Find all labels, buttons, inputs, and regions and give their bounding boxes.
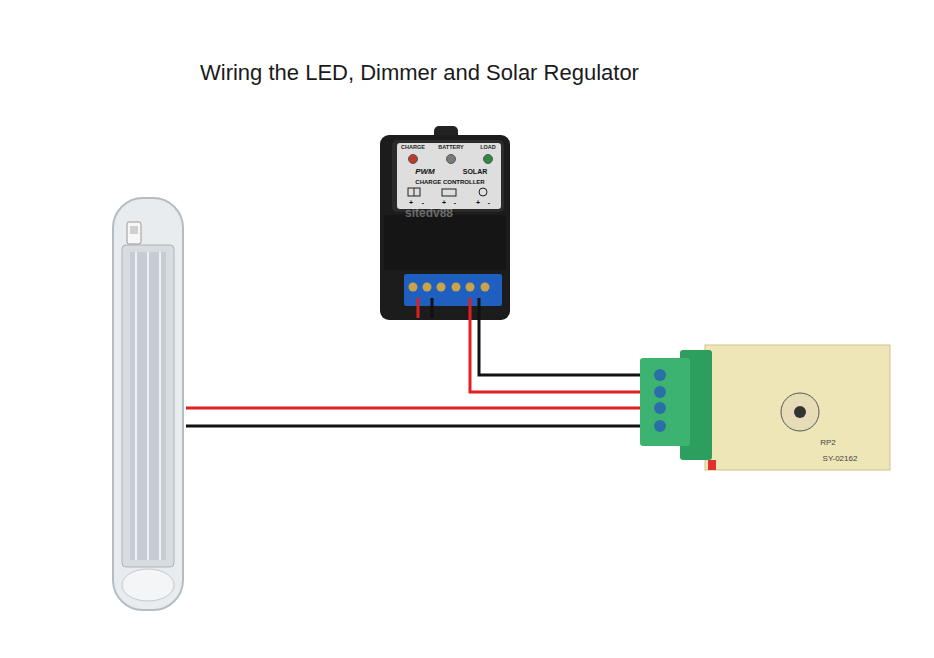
device-label: + — [476, 199, 480, 206]
device-label: + — [409, 199, 413, 206]
device-label: - — [422, 199, 424, 206]
wire — [186, 407, 640, 410]
watermark: sitedv88 — [405, 207, 453, 219]
device-label: PWM — [415, 168, 435, 176]
wire — [479, 320, 640, 375]
device-label: CHARGE CONTROLLER — [415, 179, 484, 185]
charge-controller: CHARGE BATTERY LOAD PWM SOLAR CHARGE CONTROLL… — [380, 130, 510, 320]
device-label: CHARGE — [401, 145, 425, 151]
dimmer-board — [640, 345, 890, 470]
device-label: - — [488, 199, 490, 206]
dimmer: RP2SY-02162 — [640, 345, 890, 470]
device-label: SOLAR — [463, 168, 488, 175]
wire — [186, 425, 640, 428]
device-label: SY-02162 — [823, 455, 858, 463]
led-light — [113, 198, 183, 610]
charge-controller — [380, 126, 510, 320]
device-label: RP2 — [820, 439, 836, 447]
device-label: BATTERY — [438, 145, 463, 151]
device-label: + — [442, 199, 446, 206]
device-label: LOAD — [480, 145, 496, 151]
device-label: - — [454, 199, 456, 206]
title: Wiring the LED, Dimmer and Solar Regulat… — [200, 60, 639, 86]
wire — [470, 320, 640, 392]
